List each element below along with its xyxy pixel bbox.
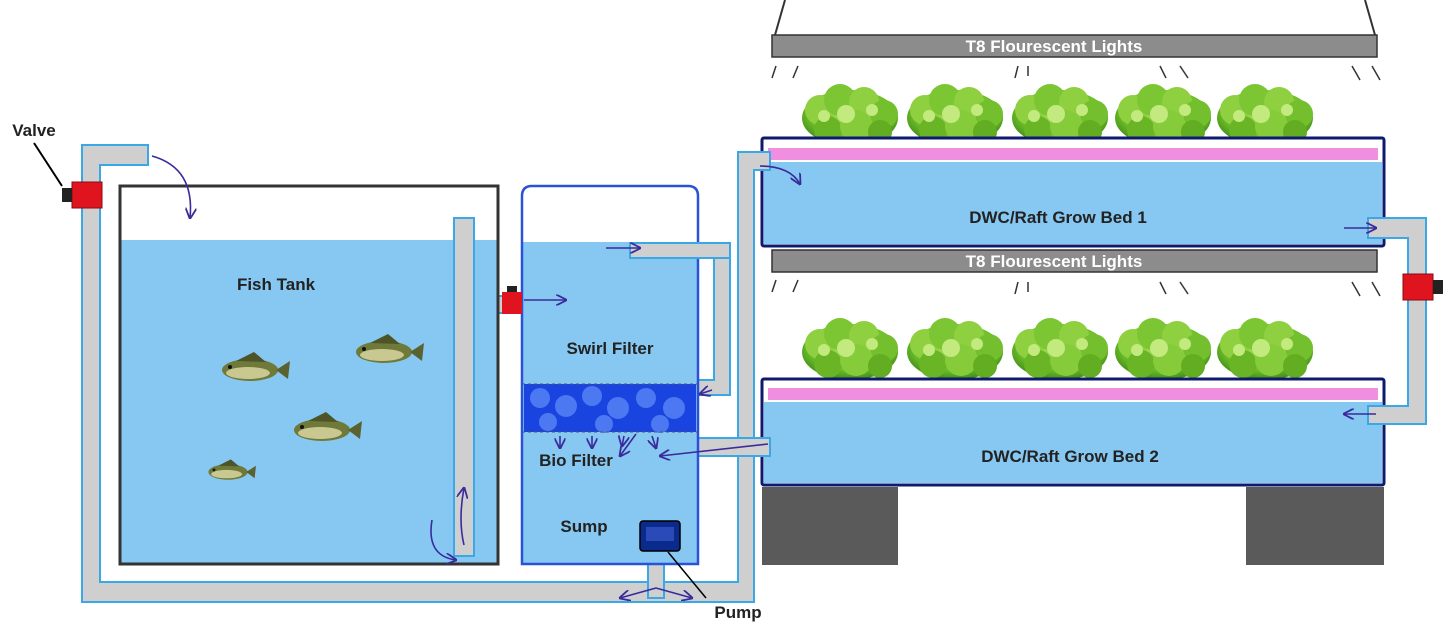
light-mid-label: T8 Flourescent Lights <box>966 252 1143 271</box>
swirl-outlet-inner <box>629 242 731 259</box>
filter-column: Swirl Filter Bio Filter Sump <box>520 184 731 566</box>
stand-right <box>1246 487 1384 565</box>
stand-left <box>762 487 898 565</box>
fish-tank: Fish Tank <box>118 184 500 566</box>
light-rays-top <box>771 65 1381 81</box>
lettuce-icon <box>907 318 1003 380</box>
valve-icon <box>62 181 103 209</box>
valve-leader <box>33 142 63 187</box>
lettuce-row-2 <box>802 318 1313 380</box>
raft-2 <box>768 388 1378 400</box>
sump-label: Sump <box>560 517 607 536</box>
light-rays-mid <box>771 279 1381 297</box>
raft-1 <box>768 148 1378 160</box>
valve-label: Valve <box>12 121 56 140</box>
pump-leader <box>667 551 707 599</box>
lettuce-icon <box>1012 318 1108 380</box>
standpipe-inner <box>453 217 475 557</box>
swirl-filter-label: Swirl Filter <box>567 339 654 358</box>
bed2-drain-pipe <box>689 437 771 457</box>
bio-media-balls <box>530 386 685 433</box>
flow-arrow-icons <box>151 155 1376 598</box>
return-pipe <box>81 144 771 603</box>
light-top: T8 Flourescent Lights <box>771 0 1381 81</box>
lettuce-icon <box>1217 318 1313 380</box>
bio-filter-label: Bio Filter <box>539 451 613 470</box>
grow-bed-1-label: DWC/Raft Grow Bed 1 <box>969 208 1147 227</box>
fish-tank-label: Fish Tank <box>237 275 316 294</box>
valve-icon <box>502 286 522 314</box>
pump-label: Pump <box>714 603 761 622</box>
light-mid: T8 Flourescent Lights <box>771 249 1381 297</box>
light-top-label: T8 Flourescent Lights <box>966 37 1143 56</box>
valve-icon <box>1402 273 1443 301</box>
pump-icon <box>639 520 681 552</box>
lettuce-icon <box>802 318 898 380</box>
grow-bed-2: DWC/Raft Grow Bed 2 <box>760 377 1386 487</box>
lettuce-icon <box>1115 318 1211 380</box>
grow-bed-2-label: DWC/Raft Grow Bed 2 <box>981 447 1159 466</box>
grow-bed-1: DWC/Raft Grow Bed 1 <box>760 136 1386 248</box>
